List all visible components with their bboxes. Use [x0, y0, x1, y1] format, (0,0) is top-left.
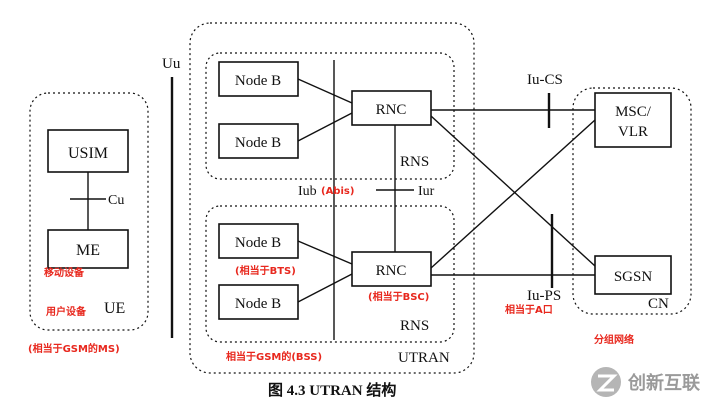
msc-label: MSC/ — [615, 104, 652, 120]
rnc-1 — [351, 90, 432, 126]
annotation-bts: (相当于BTS) — [235, 264, 296, 277]
cn-region — [572, 87, 692, 315]
link-nodeb1-rnc1 — [297, 78, 353, 104]
node-b-3 — [218, 223, 299, 259]
link-nodeb4-rnc2 — [297, 273, 353, 303]
link-nodeb2-rnc1 — [297, 112, 353, 142]
rnc-2 — [351, 251, 432, 287]
watermark-logo: 创新互联 — [591, 367, 700, 397]
rns-region-2 — [205, 205, 455, 343]
watermark-text: 创新互联 — [627, 372, 700, 394]
utran-region — [189, 22, 475, 374]
annotation-mobile-equipment: 移动设备 — [44, 266, 85, 279]
watermark-logo-mark — [596, 374, 618, 392]
figure-caption: 图 4.3 UTRAN 结构 — [268, 381, 396, 399]
iu-cs-label: Iu-CS — [527, 72, 563, 88]
annotation-abis: (Abis) — [321, 186, 354, 197]
vlr-label: VLR — [618, 124, 648, 140]
node-b-1-label: Node B — [235, 73, 281, 89]
iub-label: Iub — [298, 184, 317, 199]
rnc-2-label: RNC — [376, 263, 407, 279]
usim-box — [47, 129, 129, 173]
ue-region — [29, 92, 149, 331]
link-nodeb3-rnc2 — [297, 240, 353, 265]
rnc-1-label: RNC — [376, 102, 407, 118]
me-label: ME — [76, 242, 100, 259]
iur-label: Iur — [418, 184, 435, 199]
rns-region-1 — [205, 52, 455, 180]
node-b-4-label: Node B — [235, 296, 281, 312]
cn-label: CN — [648, 296, 669, 312]
cu-label: Cu — [108, 193, 124, 208]
link-rnc1-sgsn — [430, 115, 596, 267]
sgsn-box — [594, 255, 672, 295]
annotation-user-equipment: 用户设备 — [45, 305, 87, 318]
node-b-3-label: Node B — [235, 235, 281, 251]
annotation-a-interface: 相当于A口 — [505, 303, 553, 316]
rns-2-label: RNS — [400, 318, 429, 334]
link-rnc2-msc — [430, 119, 596, 269]
annotation-packet-network: 分组网络 — [594, 333, 634, 346]
node-b-2-label: Node B — [235, 135, 281, 151]
annotation-bsc: (相当于BSC) — [368, 290, 429, 303]
me-box — [47, 229, 129, 269]
msc-vlr-box — [594, 92, 672, 148]
sgsn-label: SGSN — [614, 269, 653, 285]
iu-ps-label: Iu-PS — [527, 288, 561, 304]
annotation-gsm-bss: 相当于GSM的(BSS) — [226, 350, 322, 363]
node-b-1 — [218, 61, 299, 97]
utran-label: UTRAN — [398, 350, 450, 366]
ue-label: UE — [104, 300, 125, 317]
uu-label: Uu — [162, 56, 181, 72]
annotation-gsm-ms: (相当于GSM的MS) — [28, 342, 120, 355]
node-b-4 — [218, 284, 299, 320]
usim-label: USIM — [68, 145, 108, 162]
rns-1-label: RNS — [400, 154, 429, 170]
